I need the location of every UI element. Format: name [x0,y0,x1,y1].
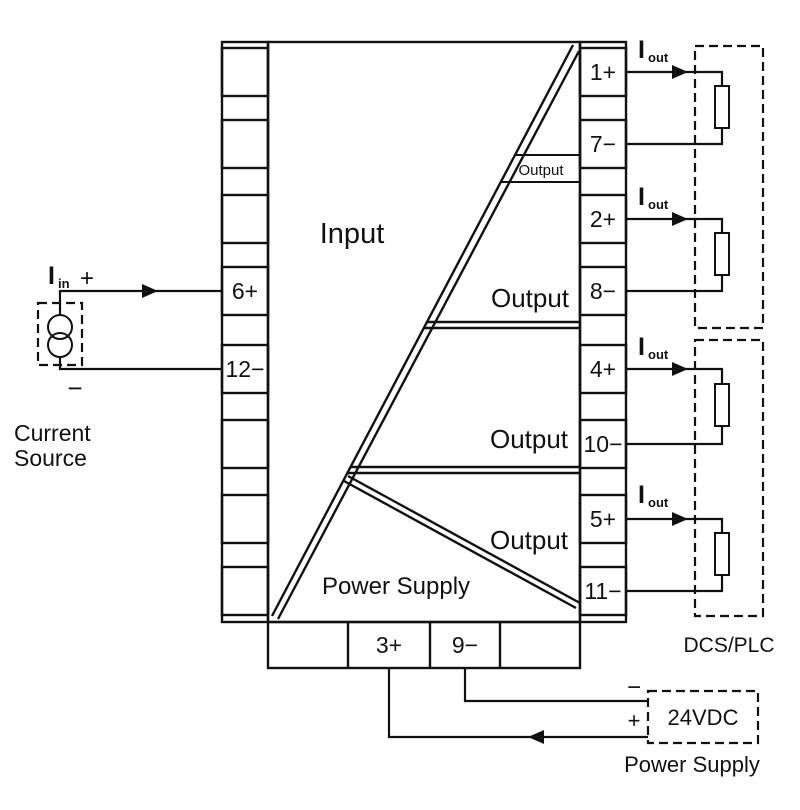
load1-arrowhead [672,65,688,79]
source-minus-wire [58,357,222,371]
bottom-terminal-row [266,620,582,670]
left-terminal-box-8 [220,565,270,617]
current-source-caption-line1: Current [14,420,91,446]
psu-plus-arrowhead [528,730,544,744]
left-terminal-column [220,40,270,624]
left-terminal-box-6plus [220,265,270,317]
terminal-label-3plus: 3+ [376,632,402,658]
terminal-label-9minus: 9− [452,632,478,658]
load2-plus-wire [626,217,724,233]
iout4-subscript: out [648,495,669,510]
terminal-label-7minus: 7− [590,131,616,157]
load1-plus-wire [626,70,724,86]
input-section-label: Input [320,218,385,250]
load2-resistor [714,232,730,276]
current-source-circle-bottom [47,332,73,358]
terminal-label-5plus: 5+ [590,506,616,532]
iin-plus-sign: + [80,265,94,292]
terminal-label-11minus: 11− [584,578,621,604]
left-terminal-box-6 [220,418,270,470]
terminal-label-10minus: 10− [583,431,622,457]
load4-plus-wire [626,517,724,533]
load1-minus-wire [626,128,724,146]
right-terminal-column [578,40,628,624]
load2-arrowhead [672,212,688,226]
load4-arrowhead [672,512,688,526]
dcs-plc-caption: DCS/PLC [683,634,774,657]
load4-minus-wire [626,575,724,593]
source-plus-arrowhead [142,284,158,298]
terminal-label-6plus: 6+ [232,278,258,304]
iout1-subscript: out [648,50,669,65]
iout4-label: I [638,481,645,509]
iout1-label: I [638,36,645,64]
left-terminal-box-7 [220,493,270,545]
load3-arrowhead [672,362,688,376]
psu-dashed-box [646,689,760,745]
load3-plus-wire [626,367,724,384]
load3-minus-wire [626,426,724,446]
output3-section-label: Output [490,424,569,454]
terminal-label-4plus: 4+ [590,356,616,382]
left-terminal-box-1 [220,46,270,98]
iout3-subscript: out [648,347,669,362]
psu-plus-wire [387,668,648,739]
current-source-caption-line2: Source [14,445,87,471]
current-source-circuit: I in + − Current Source [14,262,222,471]
psu-minus-sign: − [627,674,641,701]
iin-subscript: in [58,276,70,291]
load4-resistor [714,532,730,576]
iout2-label: I [638,183,645,211]
lower-diagonal-line-1 [347,474,581,605]
psu-voltage-label: 24VDC [668,705,739,730]
power-supply-section-label: Power Supply [322,573,470,600]
load3-resistor [714,383,730,427]
iout3-label: I [638,333,645,361]
psu-minus-wire [463,668,648,703]
load-circuits: I out I out I out I out DCS/PLC [626,36,775,657]
output2-section-label: Output [491,283,570,313]
terminal-label-12minus: 12− [225,356,264,382]
psu-plus-sign: + [628,708,641,733]
output1-section-label: Output [518,162,564,179]
current-source-circle-top [47,314,73,340]
power-supply-circuit: − + 24VDC Power Supply [387,668,760,777]
source-minus-sign: − [67,373,82,403]
main-diagonal-line-1 [270,44,575,617]
output4-section-label: Output [490,525,569,555]
isolator-module: 6+ 12− 1+ 7− 2+ 8− 4+ 10− 5+ 11− 3+ 9− [220,40,628,670]
iin-label: I [48,262,55,290]
left-terminal-box-12minus [220,343,270,395]
terminal-label-1plus: 1+ [590,59,616,85]
dcs-plc-dashed-box-top [693,44,765,330]
left-terminal-box-3 [220,193,270,245]
load2-minus-wire [626,275,724,293]
left-terminal-box-2 [220,118,270,170]
iout2-subscript: out [648,197,669,212]
terminal-label-8minus: 8− [590,278,616,304]
dcs-plc-dashed-box-bottom [693,338,765,618]
lower-diagonal-line-2 [343,479,577,610]
load1-resistor [714,85,730,129]
source-plus-wire [58,289,222,315]
psu-caption: Power Supply [624,752,760,777]
main-diagonal-line-2 [276,50,581,620]
terminal-label-2plus: 2+ [590,206,616,232]
